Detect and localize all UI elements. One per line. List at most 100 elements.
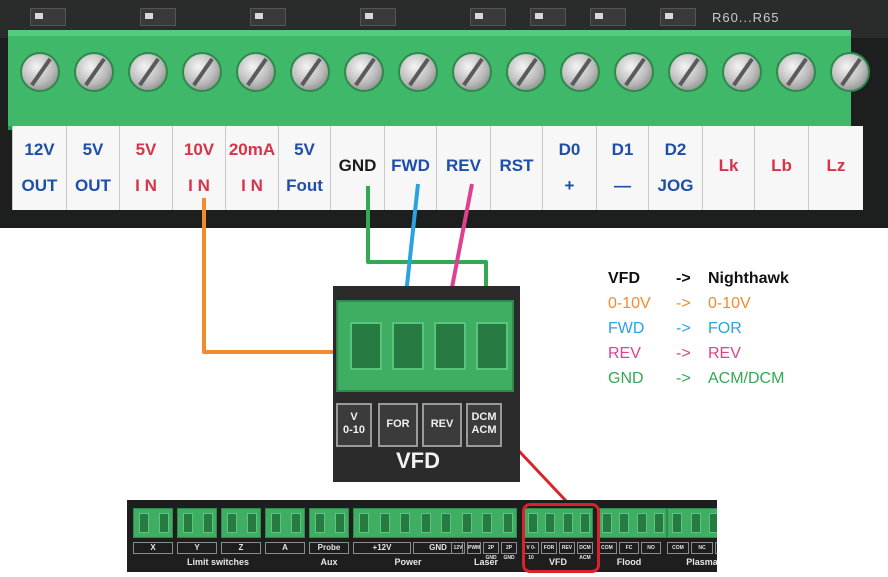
terminal-label-top: 12V xyxy=(24,140,55,159)
terminal-label-bottom: OUT xyxy=(75,176,111,195)
terminal-label-top: 5V xyxy=(294,140,315,159)
board-pin-label: GND xyxy=(413,542,463,554)
smd-resistor xyxy=(530,8,566,26)
board-pin-label: COM xyxy=(667,542,689,554)
terminal-label-top: 5V xyxy=(135,140,157,159)
vfd-highlight-box xyxy=(522,503,600,573)
terminal-label-bottom: — xyxy=(614,176,631,195)
smd-resistor xyxy=(250,8,286,26)
connector-slot xyxy=(350,322,382,370)
connector-pin xyxy=(139,513,149,533)
board-connector xyxy=(597,508,667,538)
connector-pin xyxy=(203,513,213,533)
legend-arrow: -> xyxy=(676,345,691,362)
vfd-pin-label: FOR xyxy=(378,403,418,447)
board-pin-label: Z xyxy=(221,542,261,554)
connector-pin xyxy=(379,513,390,533)
board-group-label: Flood xyxy=(616,557,642,567)
terminal-label: GND xyxy=(330,126,384,210)
legend-left: REV xyxy=(608,345,641,362)
terminal-label: D0+ xyxy=(542,126,596,210)
connector-pin xyxy=(291,513,301,533)
connector-slot xyxy=(434,322,466,370)
connector-pin xyxy=(654,513,665,533)
terminal-label-mid: GND xyxy=(338,156,377,175)
terminal-screw xyxy=(290,52,330,92)
highlight-leader-line xyxy=(516,448,570,505)
terminal-screw xyxy=(128,52,168,92)
legend-header-right: Nighthawk xyxy=(708,270,789,287)
terminal-screw xyxy=(182,52,222,92)
connector-pin xyxy=(183,513,193,533)
terminal-screw xyxy=(776,52,816,92)
legend-arrow: -> xyxy=(676,370,691,387)
connector-pin xyxy=(315,513,325,533)
board-connector xyxy=(523,508,593,538)
smd-resistor xyxy=(30,8,66,26)
board-group-label: Limit switches xyxy=(186,557,249,567)
terminal-label-bottom: I N xyxy=(241,176,263,195)
connector-pin xyxy=(527,513,538,533)
terminal-label: 12V OUT xyxy=(12,126,66,210)
terminal-label: 5V I N xyxy=(119,126,172,210)
board-pin-label: FOR xyxy=(541,542,557,554)
terminal-label-bottom: OUT xyxy=(21,176,58,195)
legend-left: FWD xyxy=(608,320,645,337)
terminal-label-mid: RST xyxy=(499,156,534,175)
connector-pin xyxy=(335,513,345,533)
legend-header-left: VFD xyxy=(608,270,640,287)
connector-slot xyxy=(476,322,508,370)
board-pin-label: 2P GND xyxy=(483,542,499,561)
board-pin-label: +12V xyxy=(353,542,411,554)
terminal-screw xyxy=(20,52,60,92)
terminal-screw xyxy=(560,52,600,92)
smd-resistor xyxy=(590,8,626,26)
terminal-label: D1— xyxy=(596,126,648,210)
connector-pin xyxy=(636,513,647,533)
terminal-label: 20mA I N xyxy=(225,126,278,210)
connector-pin xyxy=(672,513,683,533)
pcb-marking: R60...R65 xyxy=(712,10,780,25)
board-pin-label: NO xyxy=(641,542,661,554)
terminal-screw xyxy=(452,52,492,92)
terminal-screw xyxy=(614,52,654,92)
terminal-label-top: 20mA xyxy=(228,140,276,159)
board-connector xyxy=(265,508,305,538)
legend-row: REV->REV xyxy=(608,345,848,370)
board-pin-label: REV xyxy=(559,542,575,554)
terminal-label-mid: Lk xyxy=(718,156,739,175)
smd-resistor xyxy=(470,8,506,26)
board-connector xyxy=(309,508,349,538)
board-pin-label: 12V xyxy=(451,542,465,554)
terminal-screw xyxy=(506,52,546,92)
connector-pin xyxy=(227,513,237,533)
board-pin-label: DCM ACM xyxy=(577,542,593,561)
terminal-label-mid: Lb xyxy=(771,156,792,175)
board-group-label: Plasma xyxy=(686,557,717,567)
board-connector xyxy=(221,508,261,538)
vfd-title: VFD xyxy=(396,448,440,473)
legend-row: FWD->FOR xyxy=(608,320,848,345)
board-pin-label: 2P GND xyxy=(501,542,517,561)
connector-pin xyxy=(545,513,556,533)
board-connector xyxy=(133,508,173,538)
board-pin-label: COM xyxy=(597,542,617,554)
connector-pin xyxy=(580,513,591,533)
legend-left: GND xyxy=(608,370,644,387)
terminal-label-bottom: I N xyxy=(135,176,157,195)
terminal-label-bottom: + xyxy=(564,176,575,195)
legend-header-arrow: -> xyxy=(676,270,691,287)
legend-left: 0-10V xyxy=(608,295,651,312)
terminal-label: REV xyxy=(436,126,490,210)
connector-pin xyxy=(562,513,573,533)
terminal-label-top: D2 xyxy=(664,140,687,159)
board-group-label: Laser xyxy=(473,557,499,567)
